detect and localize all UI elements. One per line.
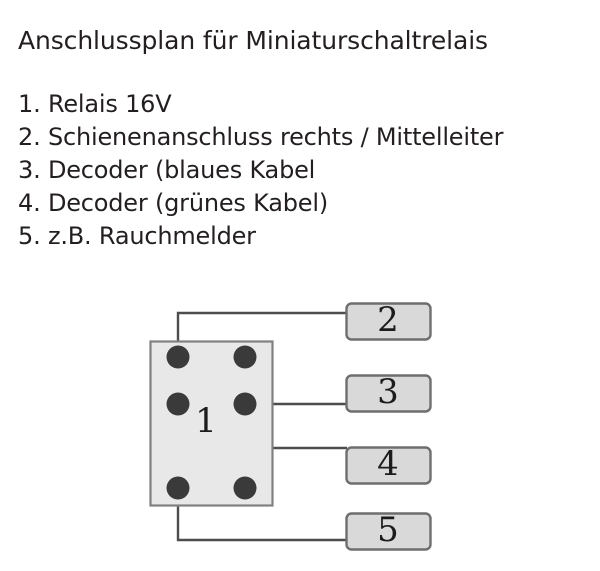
relay-pin — [166, 345, 190, 369]
relay-label: 1 — [195, 401, 217, 441]
callout-label: 5 — [377, 510, 399, 550]
callout-group: 2 3 4 5 — [345, 300, 432, 551]
callout-box-shape — [345, 446, 432, 485]
list-item-label: Decoder (grünes Kabel) — [47, 189, 328, 217]
relay-pin — [166, 476, 190, 500]
callout-label: 4 — [377, 444, 399, 484]
relay-pin — [233, 476, 257, 500]
list-item-number: 2. — [18, 123, 41, 151]
callout-box-shape — [345, 512, 432, 551]
list-item: 4. Decoder (grünes Kabel) — [18, 187, 588, 220]
list-item-number: 1. — [18, 90, 41, 118]
relay-pin-group — [166, 345, 257, 500]
callout-box-5: 5 — [345, 510, 432, 551]
wire-group — [176, 311, 347, 542]
wire-to-callout-4 — [176, 404, 347, 450]
relay-pin — [166, 392, 190, 416]
callout-box-shape — [345, 302, 432, 341]
list-item-number: 5. — [18, 222, 41, 250]
list-item-label: Decoder (blaues Kabel — [47, 156, 316, 184]
list-item-label: Relais 16V — [47, 90, 172, 118]
list-item-number: 3. — [18, 156, 41, 184]
wire-to-callout-2 — [176, 311, 347, 357]
list-item: 5. z.B. Rauchmelder — [18, 220, 588, 253]
legend-list: 1. Relais 16V 2. Schienenanschluss recht… — [18, 88, 588, 253]
callout-box-shape — [345, 374, 432, 413]
list-item-label: Schienenanschluss rechts / Mittelleiter — [47, 123, 504, 151]
callout-label: 2 — [377, 300, 399, 340]
list-item: 3. Decoder (blaues Kabel — [18, 154, 588, 187]
callout-box-3: 3 — [345, 372, 432, 413]
callout-label: 3 — [377, 372, 399, 412]
callout-box-2: 2 — [345, 300, 432, 341]
page-title: Anschlussplan für Miniaturschaltrelais — [18, 26, 488, 55]
list-item-label: z.B. Rauchmelder — [47, 222, 256, 250]
list-item: 1. Relais 16V — [18, 88, 588, 121]
relay-body — [149, 340, 274, 507]
relay-pin — [233, 345, 257, 369]
callout-box-4: 4 — [345, 444, 432, 485]
list-item: 2. Schienenanschluss rechts / Mittelleit… — [18, 121, 588, 154]
list-item-number: 4. — [18, 189, 41, 217]
relay-pin — [233, 392, 257, 416]
document-text-block: Anschlussplan für Miniaturschaltrelais 1… — [18, 24, 588, 253]
wire-to-callout-5 — [176, 488, 347, 542]
